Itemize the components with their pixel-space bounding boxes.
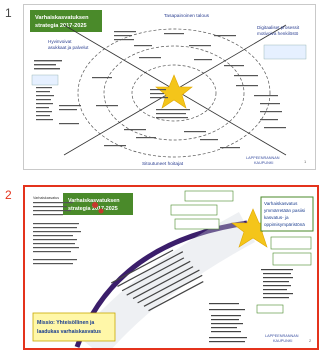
theme-left-label: asukkaat ja palvelut <box>48 45 89 50</box>
detail-box <box>272 252 312 266</box>
person-icon <box>98 208 104 214</box>
person-icon <box>92 202 98 208</box>
mission-line: Missio: Yhteisöllinen ja <box>37 320 94 326</box>
footer-logo: LAPPEENRANNAN <box>246 156 280 160</box>
title-line: strategia 2017-2025 <box>68 206 118 212</box>
arc-text <box>110 249 204 312</box>
detail-box <box>174 218 220 230</box>
slide-number: 2 <box>5 188 12 202</box>
detail-box <box>270 236 312 250</box>
page-number: 1 <box>304 159 307 164</box>
theme-right-label: motivoiva henkilöstö <box>257 31 299 36</box>
footer-logo: LAPPEENRANNAN <box>265 334 299 338</box>
intro-text: Varhaiskasvatus <box>33 196 81 265</box>
page-number: 2 <box>309 338 312 343</box>
intro-line: Varhaiskasvatus <box>33 196 59 200</box>
detail-box <box>184 190 234 202</box>
detail-box <box>256 304 284 314</box>
goal-line: ymmärretään pasiisi <box>264 208 305 213</box>
title-box <box>30 10 102 32</box>
goal-box <box>260 196 314 232</box>
detail-box <box>170 204 218 216</box>
title-line: Varhaiskasvatuksen <box>68 198 120 204</box>
detail-text-lines <box>34 31 286 149</box>
right-text <box>209 269 293 343</box>
theme-top-label: Tasapainoinen talous <box>164 13 210 19</box>
outer-ring <box>77 28 271 158</box>
slide-thumbnail-2[interactable]: Varhaiskasvatuksen strategia 2017-2025 V… <box>23 185 319 350</box>
theme-bottom-label: Sitoutuneet hoitajat <box>142 161 184 167</box>
title-box <box>63 193 133 215</box>
theme-right-label: Digitaaliset prosessit <box>257 25 300 30</box>
footer-logo: KAUPUNKI <box>273 339 292 343</box>
title-line: Varhaiskasvatuksen <box>35 15 89 21</box>
detail-box <box>263 44 307 60</box>
footer-logo: KAUPUNKI <box>254 161 273 165</box>
mission-box <box>32 312 116 342</box>
theme-left-label: Hyvinvoivat <box>48 39 72 44</box>
mission-line: laadukas varhaiskasvatus <box>37 329 101 335</box>
detail-box <box>31 74 59 86</box>
middle-ring <box>103 45 245 141</box>
title-line: strategia 2017-2025 <box>35 23 87 29</box>
inner-ring <box>131 64 217 122</box>
slide-thumbnail-1[interactable]: Varhaiskasvatuksen strategia 2017-2025 T… <box>23 4 316 170</box>
goal-line: kasvatus- ja <box>264 215 289 220</box>
slide-number: 1 <box>5 6 12 20</box>
goal-line: Varhaiskasvatus <box>264 201 298 206</box>
slide-2-canvas: Varhaiskasvatuksen strategia 2017-2025 V… <box>32 190 314 348</box>
star-icon <box>155 74 193 109</box>
goal-line: oppimisympäristönä <box>264 222 305 227</box>
slide-1-canvas: Varhaiskasvatuksen strategia 2017-2025 T… <box>30 10 307 167</box>
